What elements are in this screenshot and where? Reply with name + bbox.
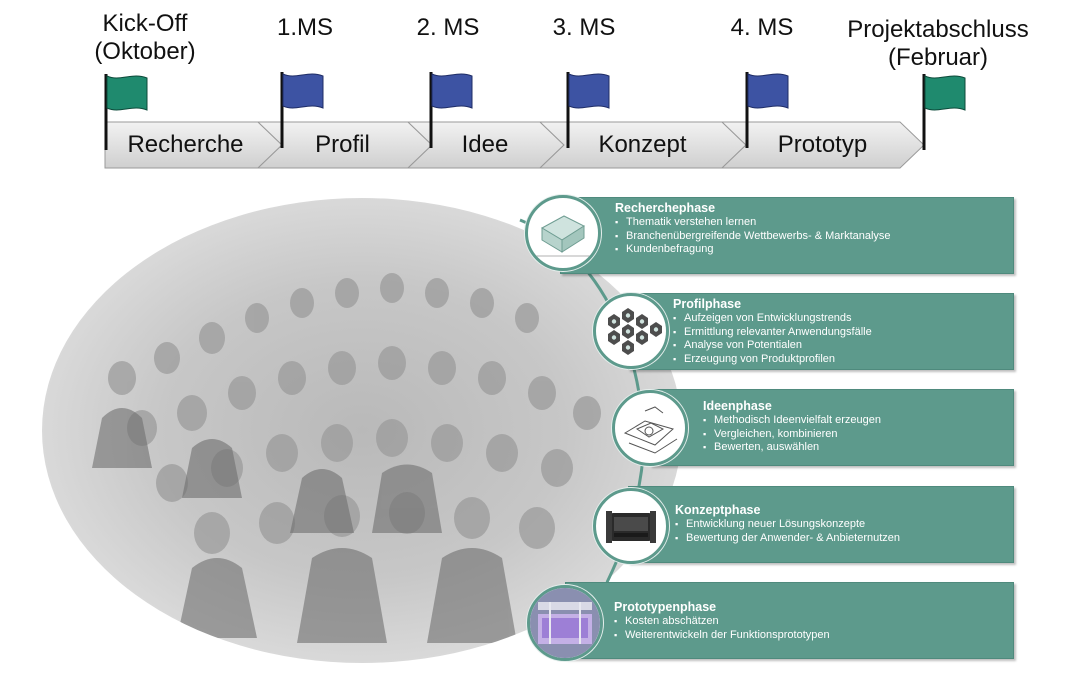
stage-profil-label: Profil	[315, 131, 370, 158]
phase-ideen-title: Ideenphase	[703, 399, 772, 413]
flag-kickoff-icon	[104, 74, 148, 150]
phase-profil-box: Profilphase Aufzeigen von Entwicklungstr…	[628, 293, 1014, 370]
phase-ideen-list: Methodisch Ideenvielfalt erzeugen Vergle…	[703, 414, 881, 455]
flag-ms4-icon	[745, 72, 789, 148]
phase-prototypen-list: Kosten abschätzen Weiterentwickeln der F…	[614, 615, 830, 642]
flag-ms3-icon	[566, 72, 610, 148]
milestone-1-label: 1.MS	[276, 14, 333, 41]
phase-konzept-box: Konzeptphase Entwicklung neuer Lösungsko…	[628, 486, 1014, 563]
stage-recherche-label: Recherche	[127, 131, 244, 158]
research-drawing-icon	[525, 195, 601, 271]
profile-icons-icon	[593, 293, 669, 369]
milestone-3-label: 3. MS	[552, 14, 616, 41]
stage-prototyp-label: Prototyp	[777, 131, 868, 158]
phase-prototypen-box: Prototypenphase Kosten abschätzen Weiter…	[565, 582, 1014, 659]
phase-konzept-list: Entwicklung neuer Lösungskonzepte Bewert…	[675, 518, 900, 545]
flag-ms1-icon	[280, 72, 324, 148]
milestone-2-label: 2. MS	[416, 14, 480, 41]
phase-ideen-box: Ideenphase Methodisch Ideenvielfalt erze…	[650, 389, 1014, 466]
milestone-kickoff-label: Kick-Off (Oktober)	[94, 10, 196, 65]
phase-konzept-title: Konzeptphase	[675, 503, 761, 517]
prototype-photo-icon	[527, 585, 603, 661]
phase-prototypen-title: Prototypenphase	[614, 600, 717, 614]
concept-device-icon	[593, 488, 669, 564]
milestone-4-label: 4. MS	[730, 14, 794, 41]
phase-profil-title: Profilphase	[673, 297, 742, 311]
phase-recherche-box: Recherchephase Thematik verstehen lernen…	[560, 197, 1014, 274]
team-photo-crowd	[92, 273, 601, 643]
flag-ms2-icon	[429, 72, 473, 148]
stage-konzept-label: Konzept	[598, 131, 687, 158]
phase-profil-list: Aufzeigen von Entwicklungstrends Ermittl…	[673, 312, 872, 366]
flag-end-icon	[922, 74, 966, 150]
idea-sketch-icon	[612, 390, 688, 466]
phase-recherche-list: Thematik verstehen lernen Branchenübergr…	[615, 216, 891, 257]
stage-idee-label: Idee	[461, 131, 509, 158]
phase-recherche-title: Recherchephase	[615, 201, 716, 215]
phase-timeline	[104, 121, 925, 169]
milestone-end-label: Projektabschluss (Februar)	[847, 16, 1029, 71]
